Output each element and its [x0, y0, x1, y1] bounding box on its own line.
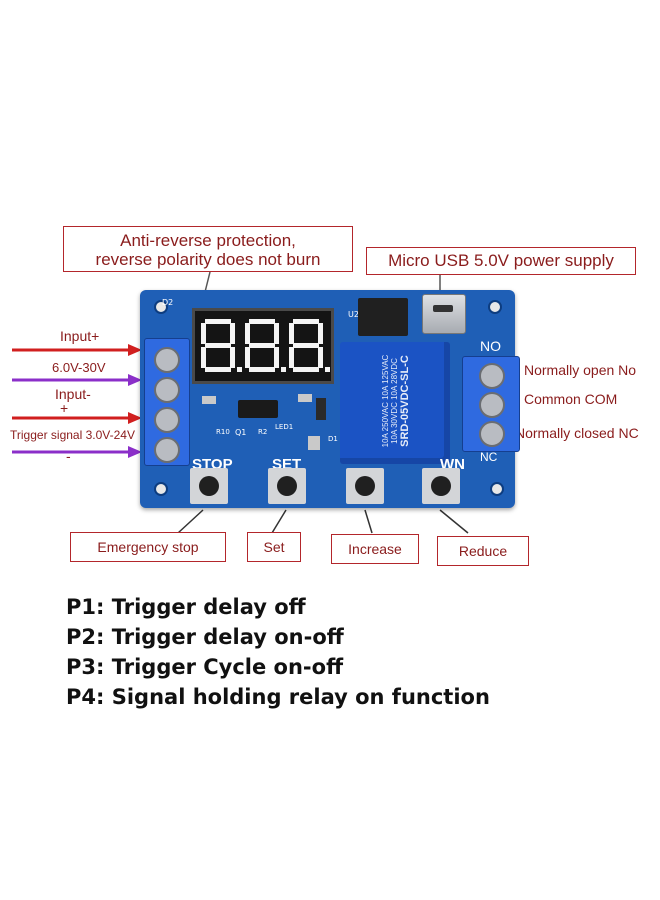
usb-label: Micro USB 5.0V power supply [388, 251, 614, 270]
set-button[interactable] [268, 468, 306, 504]
reduce-callout: Reduce [437, 536, 529, 566]
usb-opening [433, 305, 453, 312]
output-terminal-nc: NC [480, 450, 498, 464]
relay-rating-2: 10A 30VDC 10A 28VDC [390, 358, 399, 444]
silk-led1: LED1 [275, 423, 294, 431]
usb-callout: Micro USB 5.0V power supply [366, 247, 636, 275]
mount-hole-br [490, 482, 504, 496]
set-label: Set [263, 539, 285, 555]
relay-rating-1: 10A 250VAC 10A 125VAC [381, 354, 390, 448]
set-callout: Set [247, 532, 301, 562]
increase-label: Increase [348, 541, 402, 557]
mode-p3: P3: Trigger Cycle on-off [66, 655, 344, 679]
smd-component [202, 396, 216, 404]
mount-hole-bl [154, 482, 168, 496]
anti-reverse-callout: Anti-reverse protection, reverse polarit… [63, 226, 353, 272]
label-trigger: Trigger signal 3.0V-24V [10, 428, 135, 442]
emergency-stop-label: Emergency stop [97, 539, 199, 555]
arrow-trigger-plus [12, 412, 142, 424]
label-input-plus: Input+ [60, 328, 100, 344]
silk-u2: U2 [348, 310, 359, 319]
chip-ic [238, 400, 278, 418]
relay-text: 10A 250VAC 10A 125VAC 10A 30VDC 10A 28VD… [381, 331, 411, 471]
terminal-screw [479, 421, 505, 447]
up-button[interactable] [346, 468, 384, 504]
relay: 10A 250VAC 10A 125VAC 10A 30VDC 10A 28VD… [340, 342, 450, 464]
display-digits [201, 319, 330, 372]
terminal-screw [154, 437, 180, 463]
mode-p4: P4: Signal holding relay on function [66, 685, 490, 709]
silk-r10: R10 [216, 428, 230, 436]
label-normally-closed: Normally closed NC [515, 425, 639, 441]
label-plus: + [60, 400, 69, 416]
emergency-stop-callout: Emergency stop [70, 532, 226, 562]
reduce-label: Reduce [458, 543, 508, 559]
anti-reverse-line2: reverse polarity does not burn [95, 250, 321, 269]
output-terminal-no: NO [480, 338, 501, 354]
terminal-screw [154, 407, 180, 433]
arrow-trigger-minus [12, 446, 142, 458]
stop-button[interactable] [190, 468, 228, 504]
label-normally-open: Normally open No [524, 362, 637, 378]
arrow-input-plus [12, 344, 142, 356]
mode-p2: P2: Trigger delay on-off [66, 625, 344, 649]
smd-component [308, 436, 320, 450]
silk-d1: D1 [328, 435, 338, 443]
down-button[interactable] [422, 468, 460, 504]
mode-p1: P1: Trigger delay off [66, 595, 306, 619]
silk-q1: Q1 [235, 428, 247, 437]
increase-callout: Increase [331, 534, 419, 564]
terminal-screw [154, 347, 180, 373]
smd-component [298, 394, 312, 402]
label-voltage: 6.0V-30V [52, 360, 106, 375]
label-minus: - [66, 448, 71, 464]
arrow-voltage [12, 374, 142, 386]
pcb-board: D2 U2 Q1 R10 R2 LED1 D1 [140, 290, 520, 508]
output-terminal-block [462, 356, 520, 452]
relay-model: SRD-05VDC-SL-C [399, 355, 411, 447]
micro-usb-port [422, 294, 466, 334]
label-common: Common COM [524, 391, 618, 407]
label-input-minus: Input- [55, 386, 91, 402]
seven-segment-display [192, 308, 334, 384]
terminal-screw [479, 392, 505, 418]
mount-hole-tr [488, 300, 502, 314]
mount-hole-tl [154, 300, 168, 314]
smd-component [316, 398, 326, 420]
terminal-screw [479, 363, 505, 389]
input-terminal-block [144, 338, 190, 466]
silk-r2: R2 [258, 428, 268, 436]
anti-reverse-line1: Anti-reverse protection, [120, 231, 296, 250]
silk-d2: D2 [162, 298, 174, 307]
terminal-screw [154, 377, 180, 403]
mode-list: P1: Trigger delay off P2: Trigger delay … [66, 592, 490, 712]
voltage-regulator [358, 298, 408, 336]
